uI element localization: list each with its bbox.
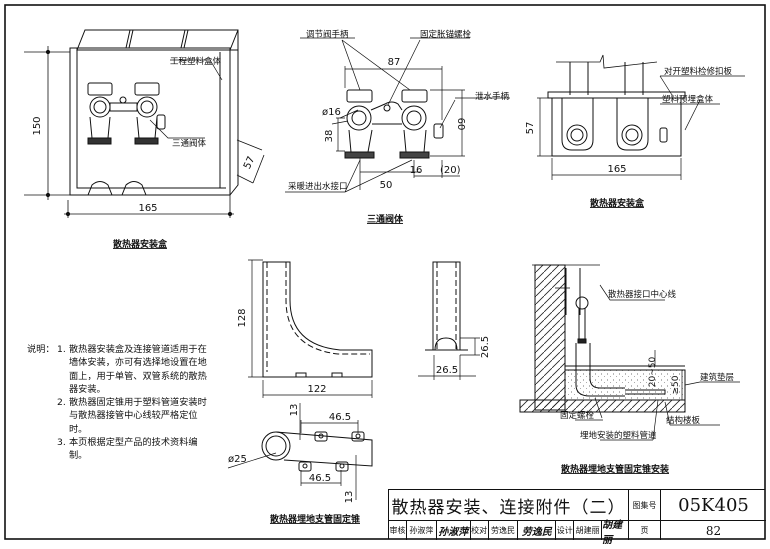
design-label: 设计 [556, 521, 575, 540]
bracket-length-dim: 122 [307, 384, 326, 395]
floor-cover-dim: 20~50 [648, 357, 658, 388]
caption-floor-install: 散热器埋地支管固定锥安装 [561, 463, 670, 475]
caption-tee-valve: 三通阀体 [367, 213, 404, 225]
check-label: 校对 [471, 521, 489, 540]
label-structural-slab: 结构楼板 [666, 415, 701, 426]
sheet-title: 散热器安装、连接附件（二） [389, 490, 629, 521]
label-screed: 建筑垫层 [700, 372, 734, 383]
check-signature: 劳逸民 [518, 521, 557, 540]
valve-diameter-dim: ø16 [322, 107, 341, 118]
section-width-dim: 165 [607, 164, 626, 175]
label-cover-plate: 对开塑料检修扣板 [664, 66, 733, 77]
floor-install-drawing [519, 264, 740, 441]
bracket-pipe-dia-dim: ø25 [228, 454, 247, 465]
bracket-side-height-dim: 26.5 [480, 336, 491, 358]
bracket-hole-spacing-bottom-dim: 46.5 [309, 473, 331, 484]
label-plastic-box: 工程塑料盒体 [170, 56, 222, 67]
signature-row: 审核 孙淑萍 孙淑萍 校对 劳逸民 劳逸民 设计 胡建丽 胡建丽 [389, 519, 629, 546]
note-item: 3. 本页根据定型产品的技术资料编制。 [27, 436, 207, 463]
set-number-value: 05K405 [661, 490, 766, 521]
box-section-drawing [537, 54, 745, 180]
label-center-line: 散热器接口中心线 [608, 289, 677, 300]
notes-block: 说明： 1. 散热器安装盒及连接管道适用于在墙体安装，亦可有选择地设置在地面上，… [27, 343, 207, 463]
note-text: 本页根据定型产品的技术资料编制。 [69, 437, 198, 462]
bracket-drawing [227, 259, 480, 500]
caption-bracket: 散热器埋地支管固定锥 [270, 513, 360, 525]
bracket-side-width-dim: 26.5 [436, 365, 458, 376]
label-anchor-bolt: 固定胀锚螺栓 [420, 29, 472, 40]
title-block: 散热器安装、连接附件（二） 图集号 05K405 审核 孙淑萍 孙淑萍 校对 劳… [388, 489, 766, 546]
label-fix-bolt: 固定螺栓 [560, 410, 595, 421]
valve-width-dim: 87 [388, 57, 401, 68]
page-number: 82 [705, 523, 722, 538]
design-name: 胡建丽 [574, 521, 603, 540]
bracket-height-dim: 128 [237, 308, 248, 327]
note-item: 说明： 1. 散热器安装盒及连接管道适用于在墙体安装，亦可有选择地设置在地面上，… [27, 344, 207, 395]
valve-spacing-dim: 50 [380, 180, 393, 191]
bracket-hole-spacing-top-dim: 46.5 [329, 412, 351, 423]
box-view-drawing [24, 29, 265, 218]
box-width-dim: 165 [138, 203, 157, 214]
valve-port-ref-dim: (20) [440, 165, 461, 176]
label-drain-handle: 泄水手柄 [475, 91, 510, 102]
valve-height-dim: 60 [455, 118, 466, 131]
review-label: 审核 [389, 521, 407, 540]
check-name: 劳逸民 [489, 521, 519, 540]
set-number-label: 图集号 [629, 490, 661, 521]
bracket-offset-top-dim: 13 [289, 404, 300, 417]
valve-offset-dim: 38 [324, 130, 335, 143]
label-tee-valve: 三通阀体 [172, 138, 207, 149]
box-depth-dim: 57 [242, 155, 257, 171]
review-signature: 孙淑萍 [437, 521, 471, 540]
label-valve-handle: 调节阀手柄 [306, 29, 349, 40]
tee-valve-drawing [285, 37, 510, 193]
floor-screed-dim: ≥50 [671, 375, 681, 394]
note-item: 2. 散热器固定锥用于塑料管道安装时与散热器接管中心线较严格定位时。 [57, 397, 207, 435]
label-embedded-pipe: 埋地安装的塑料管道 [580, 430, 657, 441]
label-embedded-box: 塑料预埋盒体 [662, 94, 714, 105]
box-height-dim: 150 [32, 116, 43, 135]
review-name: 孙淑萍 [407, 521, 437, 540]
caption-box-section: 散热器安装盒 [590, 197, 645, 209]
notes-heading: 说明： [27, 344, 55, 355]
page-label: 页 [629, 521, 661, 540]
bracket-offset-bottom-dim: 13 [344, 491, 355, 504]
caption-box-view: 散热器安装盒 [113, 238, 168, 250]
valve-port-dim: 16 [410, 165, 423, 176]
note-text: 散热器固定锥用于塑料管道安装时与散热器接管中心线较严格定位时。 [69, 397, 207, 435]
design-signature: 胡建丽 [602, 519, 623, 546]
note-text: 散热器安装盒及连接管道适用于在墙体安装，亦可有选择地设置在地面上，用于单管、双管… [69, 344, 207, 395]
label-inlet-outlet: 采暖进出水接口 [288, 181, 348, 192]
sheet-frame [4, 4, 766, 540]
section-height-dim: 57 [525, 122, 536, 135]
